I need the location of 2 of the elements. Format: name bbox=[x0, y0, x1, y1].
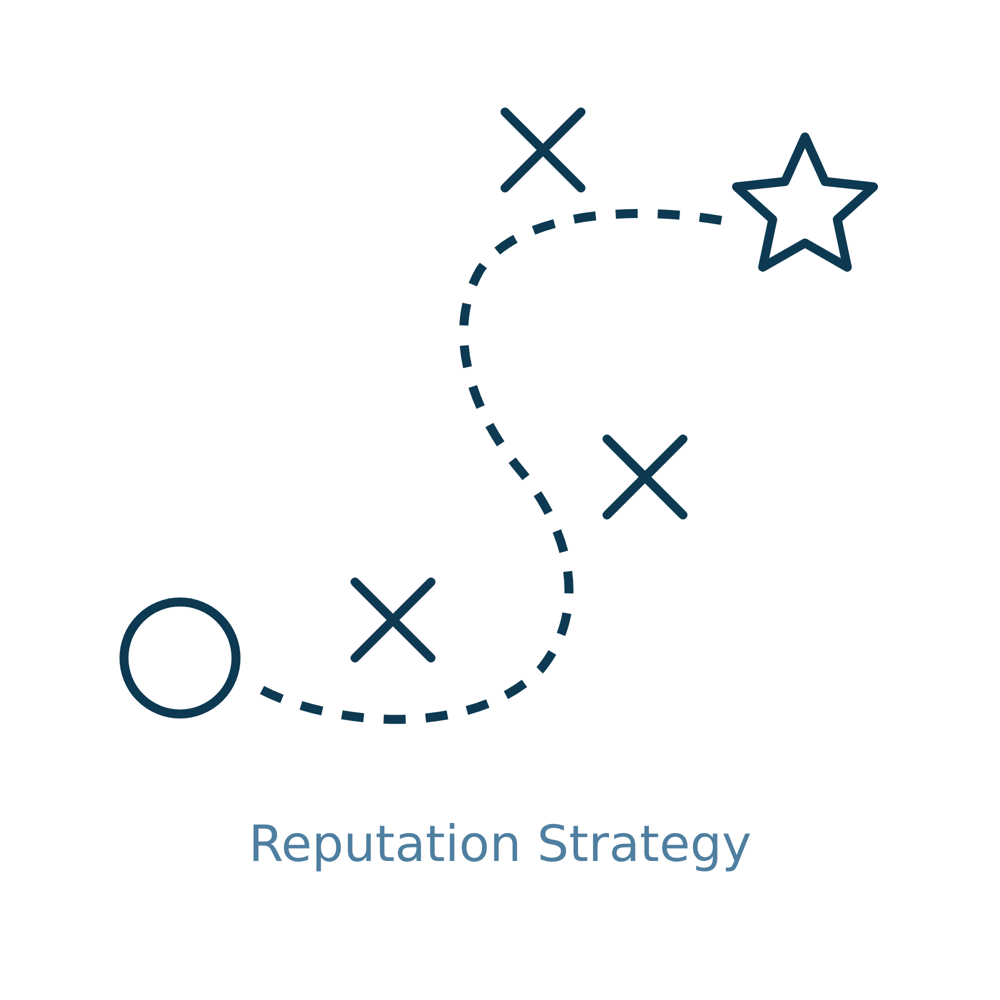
title: Reputation Strategy bbox=[248, 815, 752, 873]
circle-shape bbox=[119, 597, 241, 719]
